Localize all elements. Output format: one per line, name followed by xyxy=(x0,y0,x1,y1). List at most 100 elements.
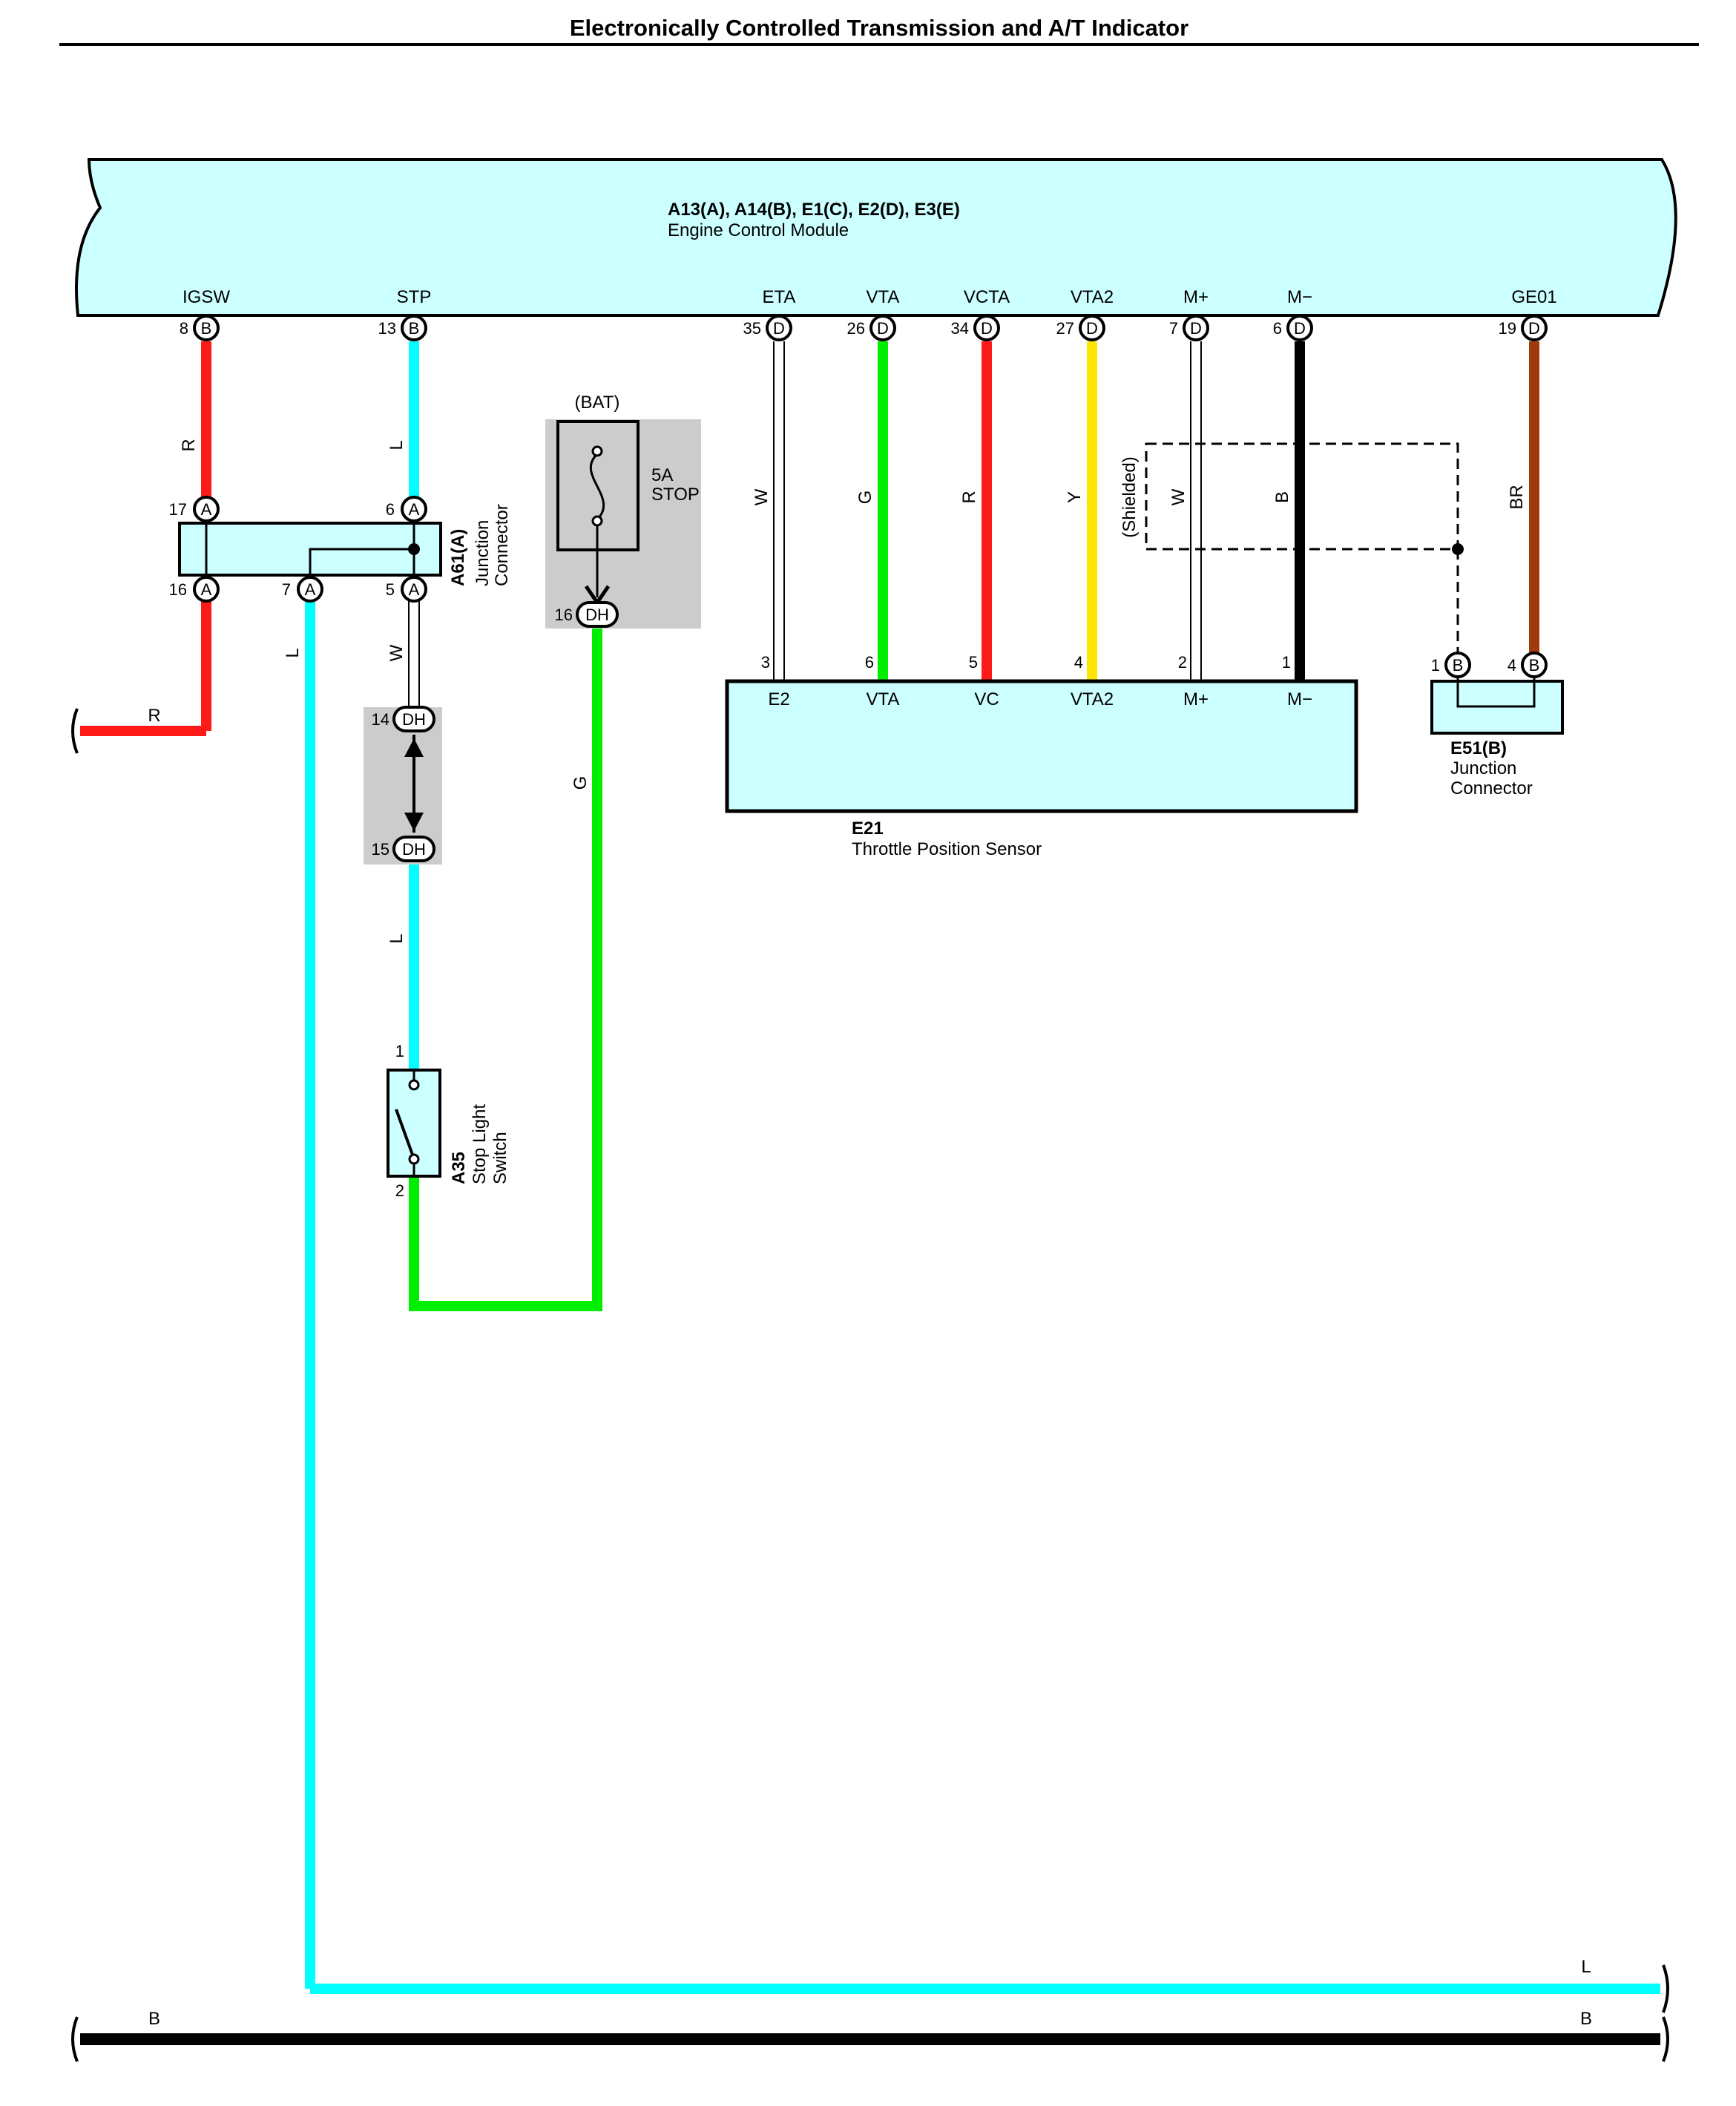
tps-pin-5: 5 xyxy=(969,653,978,672)
ecm-terminal-vta2: VTA2 xyxy=(1071,287,1114,307)
e51-id: E51(B) xyxy=(1450,738,1507,758)
pin-number: 34 xyxy=(951,319,969,338)
tps-id: E21 xyxy=(852,819,884,839)
ecm-terminal-m-plus: M+ xyxy=(1183,287,1209,307)
dh-pin-14: DH 14 xyxy=(372,706,435,732)
tps-name: Throttle Position Sensor xyxy=(852,839,1042,859)
code-fuse-g: G xyxy=(571,776,591,790)
code-eta: W xyxy=(752,488,772,505)
pin-number: 15 xyxy=(372,840,389,859)
ecm-id: A13(A), A14(B), E1(C), E2(D), E3(E) xyxy=(668,200,960,220)
pin-conn-letter: D xyxy=(1086,319,1098,338)
a61-pin-6: A 6 xyxy=(386,496,427,522)
shield-label: (Shielded) xyxy=(1119,456,1140,537)
pin-conn-letter: D xyxy=(1528,319,1540,338)
fuse-dh-pin: DH 16 xyxy=(555,601,619,628)
a61-pin-17: A 17 xyxy=(169,496,220,522)
ecm-terminal-stp: STP xyxy=(397,287,432,307)
pin-number: 4 xyxy=(1508,656,1516,675)
ecm-pins: B 8 B 13 D 35 D 26 D 34 D 27 xyxy=(180,315,1548,341)
tps-pin-3: 3 xyxy=(761,653,770,672)
code-stp: L xyxy=(387,440,407,450)
e51-internal xyxy=(1456,677,1536,708)
code-bottom-l: L xyxy=(1581,1957,1591,1977)
pin-number: 16 xyxy=(169,580,187,599)
fuse-rating: 5A xyxy=(651,465,673,485)
pin-number: 13 xyxy=(378,319,396,338)
pin-conn-letter: DH xyxy=(402,710,426,729)
stop-switch-name1: Stop Light xyxy=(470,1104,490,1184)
wire-switch-g xyxy=(409,623,602,1311)
pin-number: 17 xyxy=(169,500,187,519)
ecm-box xyxy=(75,158,1677,317)
pin-conn-letter: B xyxy=(1453,656,1464,675)
ecm-pin-vcta: D 34 xyxy=(951,315,1000,341)
pin-conn-letter: B xyxy=(409,319,420,338)
dh-pin-15: DH 15 xyxy=(372,836,435,862)
pin-number: 5 xyxy=(386,580,395,599)
left-bracket-r xyxy=(71,708,79,754)
stop-switch-pin1: 1 xyxy=(395,1042,404,1060)
fuse-name: STOP xyxy=(651,485,700,505)
tps-term-m-plus: M+ xyxy=(1183,689,1209,709)
tps-pin-6: 6 xyxy=(865,653,874,672)
tps-pin-2: 2 xyxy=(1178,653,1187,672)
pin-number: 27 xyxy=(1056,319,1074,338)
pin-number: 7 xyxy=(1169,319,1178,338)
a61-pin-16: A 16 xyxy=(169,576,220,603)
ecm-pin-m-plus: D 7 xyxy=(1169,315,1209,341)
shield-box xyxy=(1145,442,1459,551)
a61-name2: Connector xyxy=(492,504,512,586)
ecm-name: Engine Control Module xyxy=(668,220,849,240)
tps-term-vc: VC xyxy=(974,689,999,709)
ecm-pin-igsw: B 8 xyxy=(180,315,220,341)
ecm-pin-m-minus: D 6 xyxy=(1273,315,1313,341)
pin-conn-letter: A xyxy=(409,500,420,519)
stop-switch-name2: Switch xyxy=(490,1132,510,1184)
a61-splice-dot xyxy=(408,543,420,555)
shield-drain-dot xyxy=(1452,543,1464,555)
right-bracket-b xyxy=(1662,2016,1669,2062)
e51-pin-1: B 1 xyxy=(1431,652,1471,678)
dh-arrow-bottom xyxy=(404,813,424,831)
fuse-shade xyxy=(545,419,701,629)
pin-conn-letter: B xyxy=(1529,656,1540,675)
right-bracket-l xyxy=(1662,1964,1669,2013)
a61-id: A61(A) xyxy=(448,529,468,586)
tps-term-vta2: VTA2 xyxy=(1071,689,1114,709)
pin-conn-letter: A xyxy=(201,580,212,599)
stop-switch-id: A35 xyxy=(449,1152,469,1184)
pin-number: 1 xyxy=(1431,656,1440,675)
dh-arrow-top xyxy=(404,738,424,757)
ecm-pin-stp: B 13 xyxy=(378,315,427,341)
ecm-pin-vta2: D 27 xyxy=(1056,315,1105,341)
pin-conn-letter: DH xyxy=(585,606,609,624)
tps-box xyxy=(725,679,1358,813)
ecm-terminal-ge01: GE01 xyxy=(1511,287,1556,307)
pin-number: 6 xyxy=(1273,319,1282,338)
code-r-left: R xyxy=(148,706,160,726)
a61-label: A61(A) Junction Connector xyxy=(448,504,512,586)
pin-number: 19 xyxy=(1499,319,1516,338)
switch-contact-top xyxy=(408,1079,420,1091)
pin-conn-letter: D xyxy=(773,319,785,338)
e51-name2: Connector xyxy=(1450,778,1533,798)
ecm-pin-ge01: D 19 xyxy=(1499,315,1548,341)
tps-pin-4: 4 xyxy=(1074,653,1083,672)
fuse-terminal-bottom xyxy=(591,515,603,527)
pin-conn-letter: DH xyxy=(402,840,426,859)
a61-name1: Junction xyxy=(473,520,493,586)
code-bottom-b-left: B xyxy=(148,2009,160,2029)
stop-switch-pin2: 2 xyxy=(395,1181,404,1200)
wire-color-codes: R L R L W L G W G R Y W B BR L B B xyxy=(148,439,1592,2029)
code-m-minus: B xyxy=(1272,491,1292,503)
switch-contact-bottom xyxy=(408,1153,420,1165)
pin-number: 7 xyxy=(282,580,291,599)
code-bottom-b-right: B xyxy=(1580,2009,1592,2029)
pin-conn-letter: B xyxy=(201,319,212,338)
page-title: Electronically Controlled Transmission a… xyxy=(570,15,1188,41)
code-vta: G xyxy=(855,491,875,505)
pin-number: 8 xyxy=(180,319,188,338)
ecm-terminal-eta: ETA xyxy=(763,287,796,307)
